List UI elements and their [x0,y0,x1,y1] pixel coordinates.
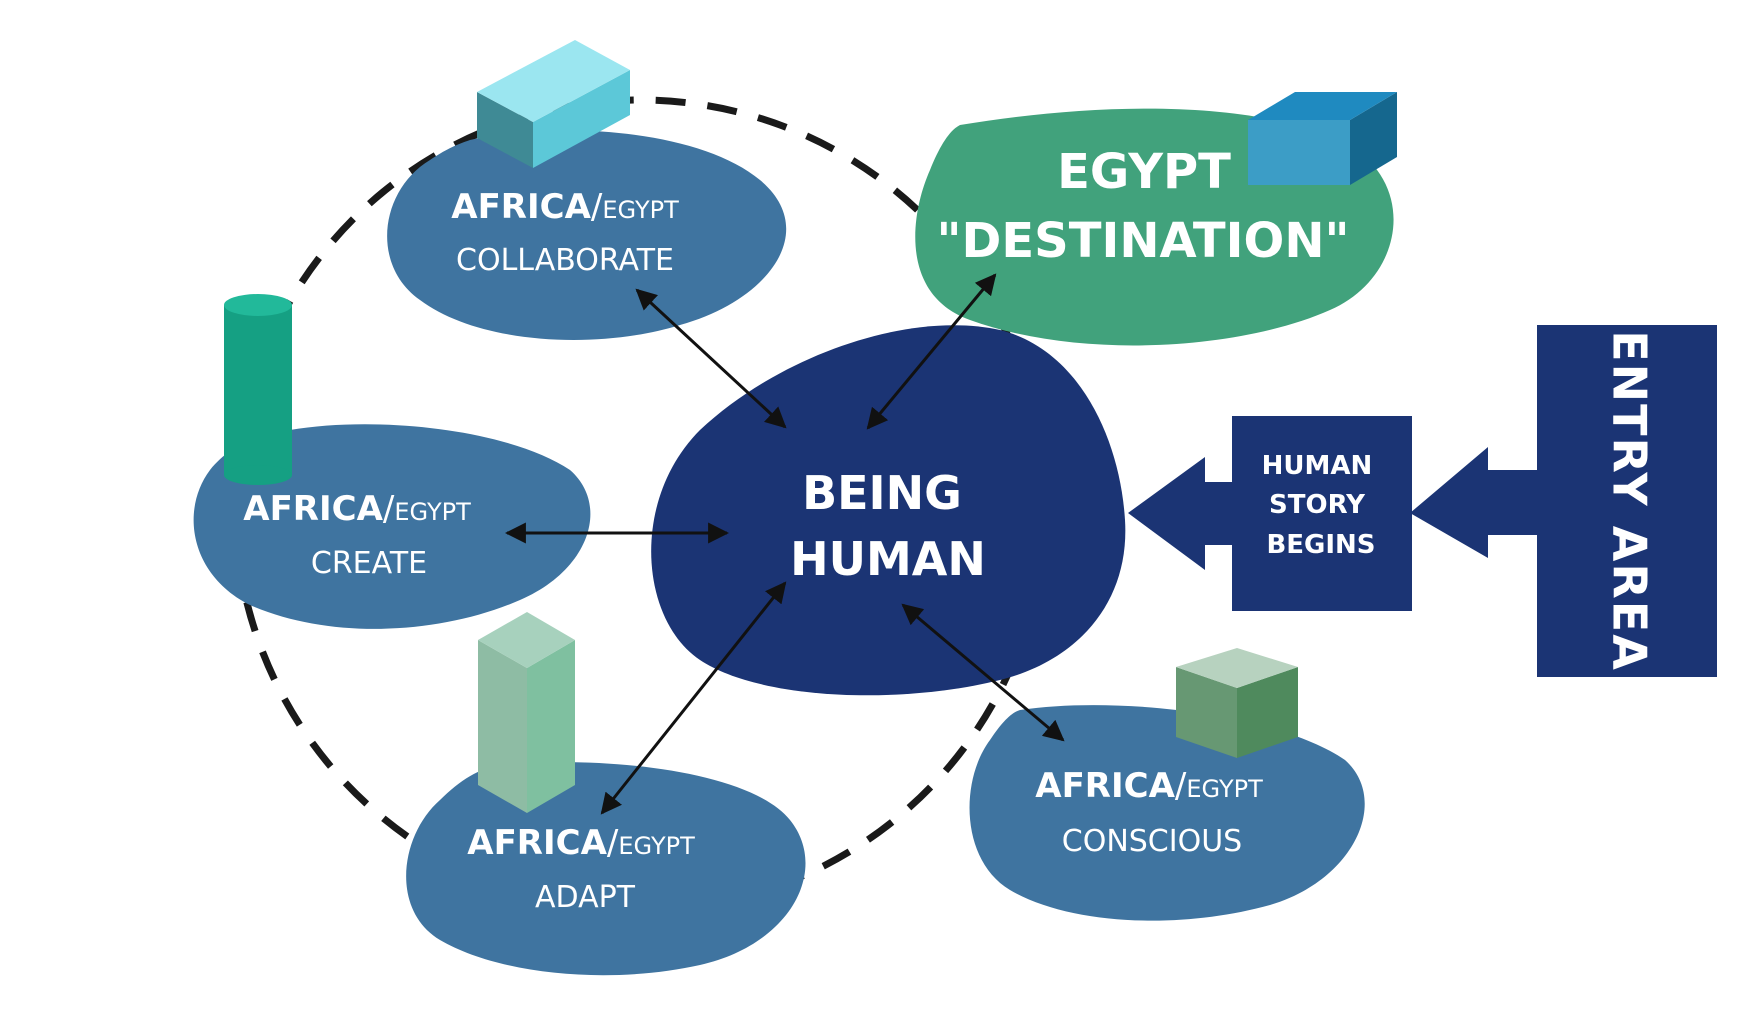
left-arrow-shape-2 [1410,447,1540,558]
arrow-collaborate [635,288,787,429]
center-label-line1: BEING [802,466,962,520]
node-label-create: CREATE [311,546,427,581]
node-label-conscious: CONSCIOUS [1062,824,1242,859]
node-region-conscious: AFRICA/EGYPT [1035,766,1263,806]
story-label-line2: STORY [1269,490,1366,520]
cylinder-icon [224,294,292,485]
entry-area-label: ENTRY AREA [1603,330,1657,672]
node-region-collaborate: AFRICA/EGYPT [451,187,679,227]
node-blob-adapt [406,762,806,976]
node-label-collaborate: COLLABORATE [456,243,674,278]
node-region-create: AFRICA/EGYPT [243,489,471,529]
arrow-adapt [600,581,787,815]
arrow-conscious [901,603,1065,742]
node-blob-collaborate [387,130,787,340]
center-label-line2: HUMAN [790,532,986,586]
blue-box-icon [1248,92,1397,185]
entry-area-box [1537,325,1717,677]
story-label-line1: HUMAN [1262,451,1373,481]
story-label-line3: BEGINS [1266,530,1375,560]
node-blob-create [193,424,591,629]
cube-icon [1176,648,1298,758]
node-blob-conscious [969,705,1365,921]
green-tower-icon [478,612,575,813]
cyan-box-icon [477,40,630,168]
destination-label-line1: EGYPT [1057,144,1231,200]
node-region-adapt: AFRICA/EGYPT [467,823,695,863]
destination-label-line2: "DESTINATION" [937,213,1350,269]
left-arrow-shape-1 [1128,457,1240,570]
story-box [1232,416,1412,611]
arrow-destination [866,273,997,430]
node-label-adapt: ADAPT [535,880,636,915]
